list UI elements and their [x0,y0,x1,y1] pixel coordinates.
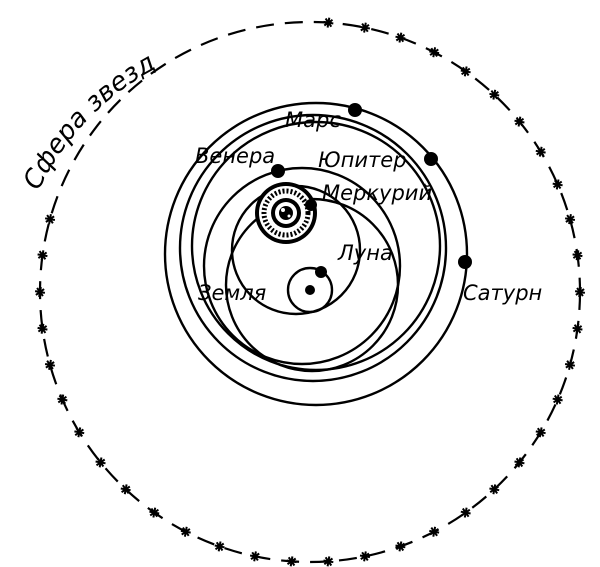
mercury-planet [305,199,317,211]
star-icon [572,250,583,261]
star-icon [460,66,471,77]
venus-orbit [202,166,402,366]
star-icon [572,323,583,334]
star-icon [395,541,406,552]
venus-planet [271,164,285,178]
star-icon [535,427,546,438]
star-icon [564,359,576,370]
jupiter-label: Юпитер [318,148,407,172]
saturn-planet [458,255,472,269]
star-icon [37,250,48,261]
earth-dot [305,285,315,295]
moon-planet [315,266,327,278]
mars-planet [348,103,362,117]
star-icon [429,526,440,537]
star-icon [489,484,500,495]
star-icon [249,551,261,562]
sphere-of-stars [34,17,586,567]
star-icon [180,526,191,537]
star-icon [514,457,525,468]
venus-label: Венера [195,144,275,168]
star-icon [359,551,371,562]
star-icon [323,556,334,567]
star-icon [574,286,586,298]
star-icon [44,214,56,225]
star-icon [359,22,371,33]
star-icon [460,507,471,518]
star-icon [514,116,525,127]
moon-label: Луна [337,241,393,265]
star-icon [120,484,131,495]
planets [271,103,472,278]
star-icon [214,541,225,552]
jupiter-planet [424,152,438,166]
star-icon [323,17,334,28]
saturn-label: Сатурн [463,281,542,305]
moon-orbit [286,266,334,314]
star-icon [489,89,500,100]
saturn-orbit [163,101,469,407]
star-icon [149,507,160,518]
star-icon [535,146,546,157]
mercury-label: Меркурий [322,181,432,205]
jupiter-orbit [178,113,448,383]
star-icon [552,179,563,190]
star-icon [57,394,68,405]
star-icon [37,323,48,334]
star-icon [286,556,297,567]
star-icon [395,32,406,43]
sphere-stars [34,17,586,567]
earth-label: Земля [198,281,266,305]
star-icon [429,47,440,58]
star-icon [564,214,576,225]
mars-label: Марс [285,108,341,132]
star-icon [552,394,563,405]
sun-icon [255,182,317,244]
sphere-label-text: Сфера звезд [18,48,161,195]
star-icon [74,427,85,438]
star-icon [44,359,56,370]
star-icon [34,286,46,298]
sphere-label: Сфера звезд [18,48,161,195]
star-icon [95,457,106,468]
